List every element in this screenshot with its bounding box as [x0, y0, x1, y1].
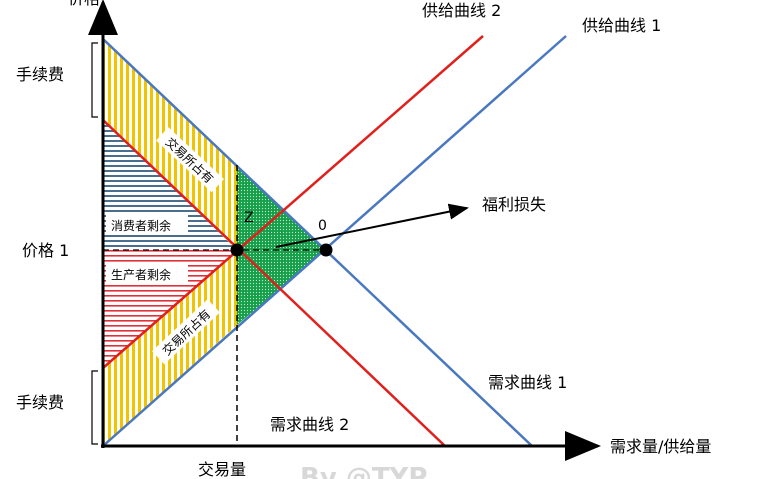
fee-label-top: 手续费 [16, 65, 64, 84]
supply-curve-1 [102, 35, 567, 447]
producer-surplus-label: 生产者剩余 [111, 267, 171, 282]
demand-curve-1 [102, 38, 533, 447]
point-o-dot [319, 243, 333, 257]
supply-curve-2 [102, 35, 484, 369]
point-o-label: 0 [318, 218, 327, 234]
demand-curve-2 [102, 119, 446, 447]
transaction-qty-label: 交易量 [198, 460, 246, 479]
point-z-label: Z [244, 210, 254, 226]
price-axis-label: 价格 [68, 0, 100, 8]
consumer-surplus-label: 消费者剩余 [111, 218, 171, 233]
welfare-loss-arrow [275, 203, 469, 248]
price1-label: 价格 1 [22, 241, 69, 260]
demand-curve-2-label: 需求曲线 2 [270, 415, 349, 434]
consumer-surplus-label-bg [106, 215, 188, 235]
supply-curve-1-label: 供给曲线 1 [582, 16, 661, 35]
demand-curve-1-label: 需求曲线 1 [488, 373, 567, 392]
supply-curve-2-label: 供给曲线 2 [422, 1, 501, 20]
point-z-dot [230, 243, 244, 257]
quantity-axis-label: 需求量/供给量 [610, 437, 711, 456]
fee-label-bottom: 手续费 [16, 393, 64, 412]
welfare-loss-label: 福利损失 [482, 195, 546, 214]
producer-surplus-label-bg [106, 264, 188, 284]
fee-bracket-bottom [91, 370, 98, 445]
watermark: By @TYP [300, 463, 427, 479]
fee-bracket-top [91, 42, 98, 118]
